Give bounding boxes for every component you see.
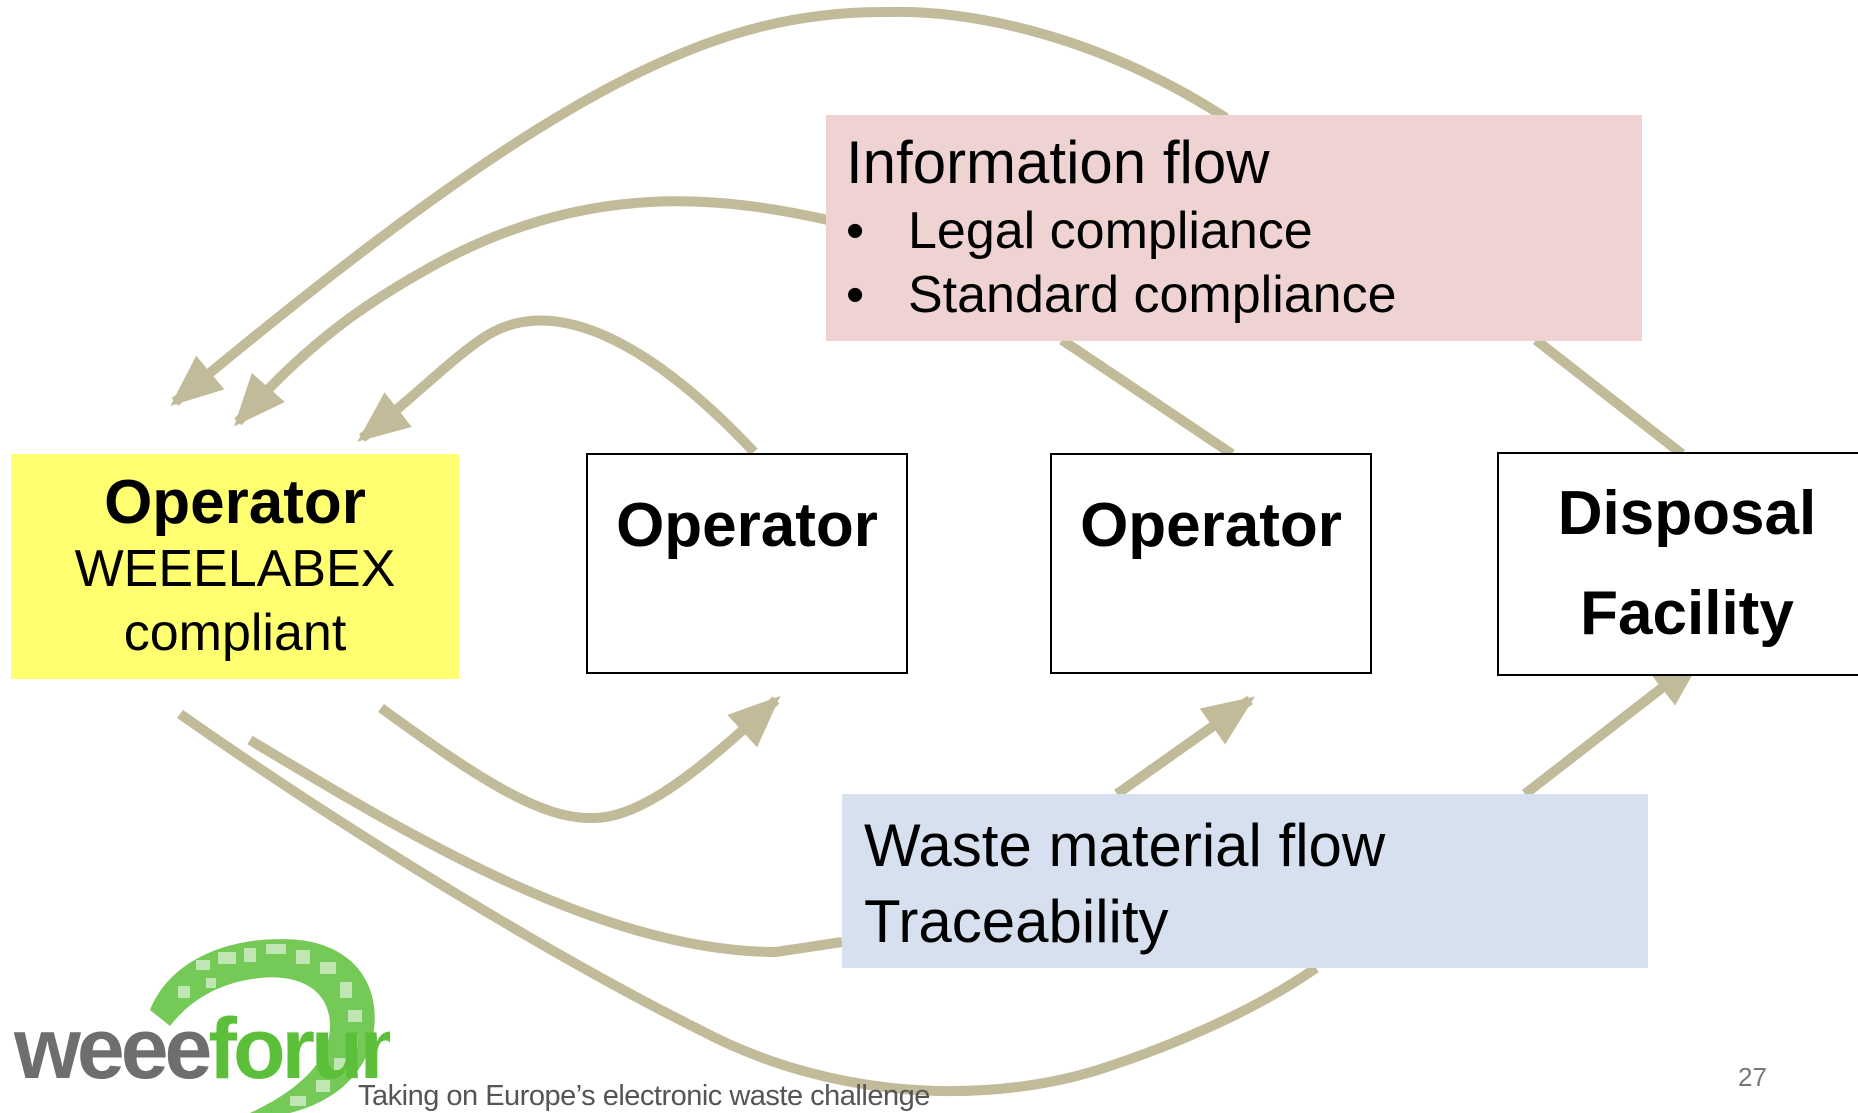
waste-arrow-to-disposal bbox=[1521, 656, 1703, 798]
waste-arrow-to-operator-2 bbox=[378, 695, 781, 824]
waste-line-lower bbox=[247, 735, 843, 958]
info-arrow-middle bbox=[234, 196, 830, 427]
bullet-icon: • bbox=[846, 266, 865, 324]
info-arrow-inner bbox=[357, 315, 758, 456]
bullet-icon: • bbox=[846, 202, 865, 260]
info-line-disposal bbox=[1532, 336, 1686, 458]
operator-2-title: Operator bbox=[616, 491, 878, 560]
recycling-swirl-icon bbox=[150, 939, 375, 1113]
information-flow-item-label: Standard compliance bbox=[908, 266, 1397, 324]
information-flow-list: • Legal compliance • Standard compliance bbox=[846, 199, 1642, 327]
operator-2-box: Operator bbox=[586, 453, 908, 674]
information-flow-item: • Legal compliance bbox=[846, 199, 1642, 263]
waste-material-flow-box: Waste material flow Traceability bbox=[842, 794, 1648, 968]
operator-compliant-box: Operator WEEELABEX compliant bbox=[11, 454, 459, 679]
disposal-title-line1: Disposal bbox=[1557, 479, 1817, 548]
info-arrow-outer bbox=[170, 6, 1229, 406]
operator-compliant-title: Operator bbox=[104, 467, 366, 537]
info-line-operator-3 bbox=[1059, 335, 1235, 459]
information-flow-item-label: Legal compliance bbox=[908, 202, 1313, 260]
information-flow-box: Information flow • Legal compliance • St… bbox=[826, 115, 1642, 341]
operator-compliant-label: WEEELABEX bbox=[74, 539, 396, 598]
operator-3-box: Operator bbox=[1050, 453, 1372, 674]
logo-wordmark: weeeforum bbox=[13, 1001, 390, 1097]
operator-compliant-status: compliant bbox=[123, 603, 347, 662]
footer-tagline: Taking on Europe’s electronic waste chal… bbox=[358, 1080, 930, 1112]
disposal-facility-box: Disposal Facility bbox=[1497, 452, 1858, 676]
page-number: 27 bbox=[1738, 1062, 1767, 1092]
waste-flow-subtitle: Traceability bbox=[864, 888, 1169, 955]
waste-line-outer bbox=[177, 709, 1319, 1097]
waste-flow-title: Waste material flow bbox=[864, 812, 1386, 879]
information-flow-item: • Standard compliance bbox=[846, 263, 1642, 327]
disposal-title-line2: Facility bbox=[1580, 579, 1794, 648]
information-flow-title: Information flow bbox=[846, 129, 1270, 196]
operator-3-title: Operator bbox=[1080, 491, 1342, 560]
waste-arrow-to-operator-3 bbox=[1114, 695, 1255, 799]
weeeforum-logo: weeeforum bbox=[13, 939, 390, 1113]
